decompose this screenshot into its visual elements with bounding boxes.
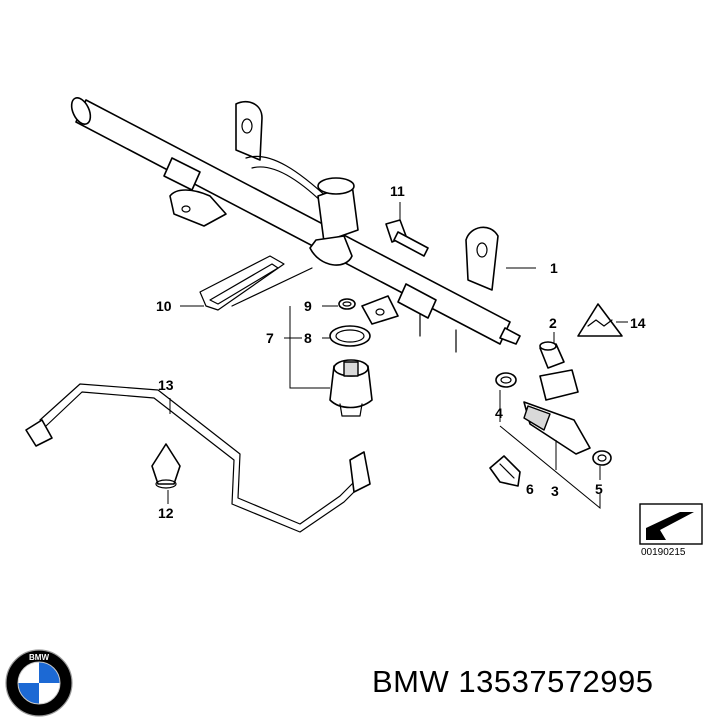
- seal-part-10: [180, 255, 313, 311]
- callout-13: 13: [158, 377, 174, 393]
- callout-4: 4: [495, 405, 503, 421]
- callout-2: 2: [549, 315, 557, 331]
- warning-triangle-icon: [577, 303, 628, 337]
- callout-11: 11: [390, 183, 405, 199]
- fuel-line-part-13: [25, 383, 371, 533]
- callout-12: 12: [158, 505, 174, 521]
- callout-5: 5: [595, 481, 603, 497]
- clip-part-6: [489, 455, 521, 487]
- fuel-rail-part-1: [70, 97, 536, 353]
- callout-10: 10: [156, 298, 172, 314]
- callout-7: 7: [266, 330, 274, 346]
- injector-parts-3-4-5: [495, 369, 612, 510]
- callout-6: 6: [526, 481, 534, 497]
- callout-9: 9: [304, 298, 312, 314]
- clip-part-12: [151, 443, 181, 504]
- cap-part-2: [539, 332, 565, 369]
- arrow-view-icon: [639, 503, 703, 545]
- logo-letters: BMW: [29, 653, 49, 662]
- bmw-roundel-icon: BMW: [5, 649, 73, 717]
- regulator-stack-parts-7-8-9: [284, 298, 373, 417]
- callout-3: 3: [551, 483, 559, 499]
- reference-code: 00190215: [641, 547, 686, 558]
- callout-1: 1: [550, 260, 558, 276]
- bolt-part-11: [385, 202, 429, 257]
- callout-8: 8: [304, 330, 312, 346]
- product-title: BMW 13537572995: [372, 664, 654, 699]
- callout-14: 14: [630, 315, 646, 331]
